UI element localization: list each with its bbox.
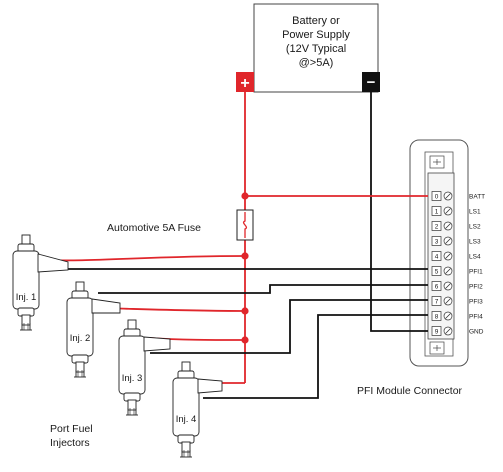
pfi4-signal-wire bbox=[203, 314, 428, 399]
power-supply: Battery or Power Supply (12V Typical @>5… bbox=[236, 3, 380, 93]
screw-slot bbox=[445, 298, 451, 304]
connector-pin-row: 2 LS2 bbox=[431, 221, 481, 231]
screw-slot bbox=[445, 238, 451, 244]
pin-label: PFI3 bbox=[469, 298, 483, 305]
power-supply-line-4: @>5A) bbox=[299, 57, 334, 69]
pin-number: 3 bbox=[435, 238, 439, 245]
ground-wire bbox=[370, 92, 428, 332]
batt-wire bbox=[244, 92, 428, 197]
injector-2-label: Inj. 2 bbox=[70, 333, 91, 344]
screw-slot bbox=[445, 193, 451, 199]
screw-slot bbox=[445, 223, 451, 229]
injector-1: Inj. 1 bbox=[12, 234, 69, 331]
injector-3-label: Inj. 3 bbox=[122, 373, 143, 384]
pin-number-box bbox=[431, 236, 442, 246]
fuse-label: Automotive 5A Fuse bbox=[107, 222, 201, 234]
screw-slot bbox=[445, 208, 451, 214]
injector-group-label-line-1: Port Fuel bbox=[50, 423, 93, 435]
pin-number-box bbox=[431, 191, 442, 201]
junction-dot bbox=[241, 307, 249, 315]
pin-label: LS3 bbox=[469, 238, 481, 245]
pin-number: 2 bbox=[435, 223, 439, 230]
screw-slot bbox=[445, 328, 451, 334]
injector-4: Inj. 4 bbox=[172, 361, 223, 458]
pin-label: LS2 bbox=[469, 223, 481, 230]
fuse-element bbox=[242, 212, 248, 238]
junction-dot bbox=[241, 252, 249, 260]
pin-number-box bbox=[431, 206, 442, 216]
pin-label: PFI4 bbox=[469, 313, 483, 320]
pin-number-box bbox=[431, 311, 442, 321]
pfi3-signal-wire bbox=[150, 299, 428, 354]
screw-slot bbox=[445, 268, 451, 274]
pin-number: 6 bbox=[435, 283, 439, 290]
injector-4-connector bbox=[197, 378, 223, 394]
connector-pin-row: 4 LS4 bbox=[431, 251, 481, 261]
pin-label: PFI2 bbox=[469, 283, 483, 290]
connector-pin-row: 8 PFI4 bbox=[431, 311, 483, 321]
pin-label: LS1 bbox=[469, 208, 481, 215]
pfi-module-connector: 0 BATT 1 LS1 2 LS2 3 LS3 4 LS4 5 PFI1 6 PFI2 7 PFI3 8 PFI… bbox=[409, 139, 485, 367]
inj-1-positive-wire bbox=[44, 255, 246, 262]
negative-terminal bbox=[362, 72, 380, 92]
connector-latch-bottom bbox=[429, 341, 445, 355]
pfi2-signal-wire bbox=[98, 284, 428, 294]
positive-terminal bbox=[236, 72, 254, 92]
power-supply-line-1: Battery or bbox=[292, 15, 340, 27]
injector-3: Inj. 3 bbox=[118, 319, 171, 416]
injector-4-label: Inj. 4 bbox=[176, 414, 197, 425]
screw-slot bbox=[445, 313, 451, 319]
pin-number-box bbox=[431, 266, 442, 276]
injector-2-connector bbox=[91, 298, 121, 314]
connector-pin-row: 6 PFI2 bbox=[431, 281, 483, 291]
power-supply-box bbox=[253, 3, 379, 93]
injector-group-label-line-2: Injectors bbox=[50, 437, 90, 449]
module-connector-label: PFI Module Connector bbox=[357, 385, 463, 397]
connector-pin-row: 0 BATT bbox=[431, 191, 485, 201]
pin-label: LS4 bbox=[469, 253, 481, 260]
injector-3-connector bbox=[143, 336, 171, 352]
connector-pin-row: 9 GND bbox=[431, 326, 484, 336]
power-supply-line-3: (12V Typical bbox=[286, 43, 346, 55]
screw-slot bbox=[445, 253, 451, 259]
fuse bbox=[236, 209, 254, 241]
pin-number: 7 bbox=[435, 298, 439, 305]
injector-2: Inj. 2 bbox=[66, 281, 121, 378]
pin-number-box bbox=[431, 296, 442, 306]
pin-number: 8 bbox=[435, 313, 439, 320]
pin-label: GND bbox=[469, 328, 484, 335]
pin-label: PFI1 bbox=[469, 268, 483, 275]
injector-1-label: Inj. 1 bbox=[16, 292, 37, 303]
negative-terminal-symbol: − bbox=[367, 74, 376, 91]
junction-dot bbox=[241, 192, 249, 200]
wires bbox=[44, 92, 428, 399]
connector-pin-row: 7 PFI3 bbox=[431, 296, 483, 306]
pin-number: 4 bbox=[435, 253, 439, 260]
connector-latch-top bbox=[429, 155, 445, 169]
pin-number-box bbox=[431, 326, 442, 336]
pin-number: 5 bbox=[435, 268, 439, 275]
pin-number: 1 bbox=[435, 208, 439, 215]
pin-number: 9 bbox=[435, 328, 439, 335]
pin-number: 0 bbox=[435, 193, 439, 200]
connector-pin-row: 3 LS3 bbox=[431, 236, 481, 246]
pin-label: BATT bbox=[469, 193, 485, 200]
positive-terminal-symbol: + bbox=[240, 75, 249, 92]
pin-number-box bbox=[431, 281, 442, 291]
junction-dot bbox=[241, 336, 249, 344]
screw-slot bbox=[445, 283, 451, 289]
connector-pin-row: 5 PFI1 bbox=[431, 266, 483, 276]
connector-pin-row: 1 LS1 bbox=[431, 206, 481, 216]
power-supply-line-2: Power Supply bbox=[282, 29, 350, 41]
pin-number-box bbox=[431, 221, 442, 231]
pin-number-box bbox=[431, 251, 442, 261]
injector-1-connector bbox=[37, 253, 69, 273]
